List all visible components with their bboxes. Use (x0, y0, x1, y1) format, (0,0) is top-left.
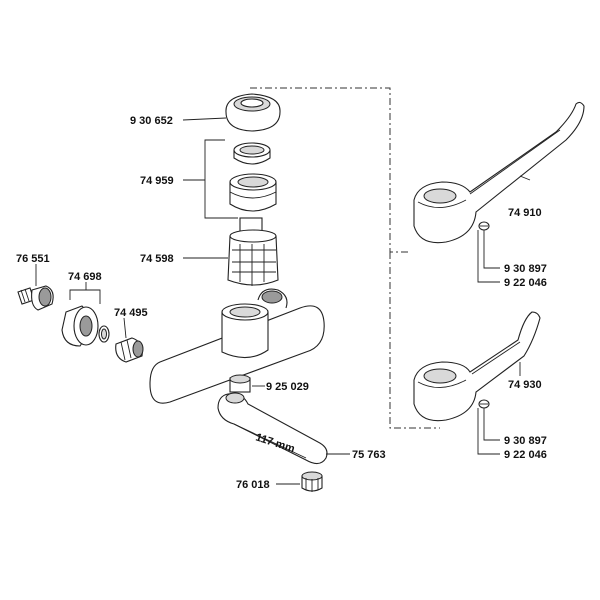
label-74-930: 74 930 (508, 379, 542, 391)
leader-9-30-897-a (483, 230, 500, 269)
leader-74-495 (123, 317, 127, 339)
part-lever-handle-long[interactable] (413, 101, 585, 244)
part-nut[interactable] (229, 173, 277, 212)
label-9-30-652-top: 9 30 652 (130, 115, 173, 127)
part-74-495-fitting[interactable] (115, 337, 144, 363)
label-74-910: 74 910 (508, 207, 542, 219)
part-76-551-fitting[interactable] (17, 285, 54, 311)
leader-74-910 (519, 175, 531, 181)
part-aerator[interactable] (301, 471, 323, 492)
label-9-30-897-b: 9 30 897 (504, 435, 547, 447)
label-74-959: 74 959 (140, 175, 174, 187)
leader-9-22-046-a (477, 230, 500, 283)
label-76-551: 76 551 (16, 253, 50, 265)
assembly-guide-line (250, 87, 440, 429)
leader-9-30-897-b (483, 408, 500, 441)
part-spout-arm[interactable] (217, 392, 328, 465)
label-74-698: 74 698 (68, 271, 102, 283)
part-screw-b[interactable] (478, 399, 490, 409)
label-9-22-046-b: 9 22 046 (504, 449, 547, 461)
part-lever-handle-short[interactable] (413, 311, 541, 422)
label-9-30-897-a: 9 30 897 (504, 263, 547, 275)
part-cap[interactable] (225, 93, 281, 132)
bracket-74-959 (204, 139, 238, 219)
leader-9-22-046-b (477, 408, 500, 455)
part-bushing[interactable] (61, 305, 99, 347)
leader-cap (182, 117, 227, 121)
label-75-763: 75 763 (352, 449, 386, 461)
part-o-ring[interactable] (98, 325, 110, 343)
label-9-22-046-a: 9 22 046 (504, 277, 547, 289)
label-74-495: 74 495 (114, 307, 148, 319)
part-valve-body[interactable] (149, 288, 325, 404)
part-cartridge[interactable] (227, 217, 279, 286)
label-9-25-029: 9 25 029 (266, 381, 309, 393)
part-screw-a[interactable] (478, 221, 490, 231)
part-ring[interactable] (233, 142, 271, 165)
label-74-598: 74 598 (140, 253, 174, 265)
label-76-018: 76 018 (236, 479, 270, 491)
bracket-74-698 (69, 289, 101, 304)
